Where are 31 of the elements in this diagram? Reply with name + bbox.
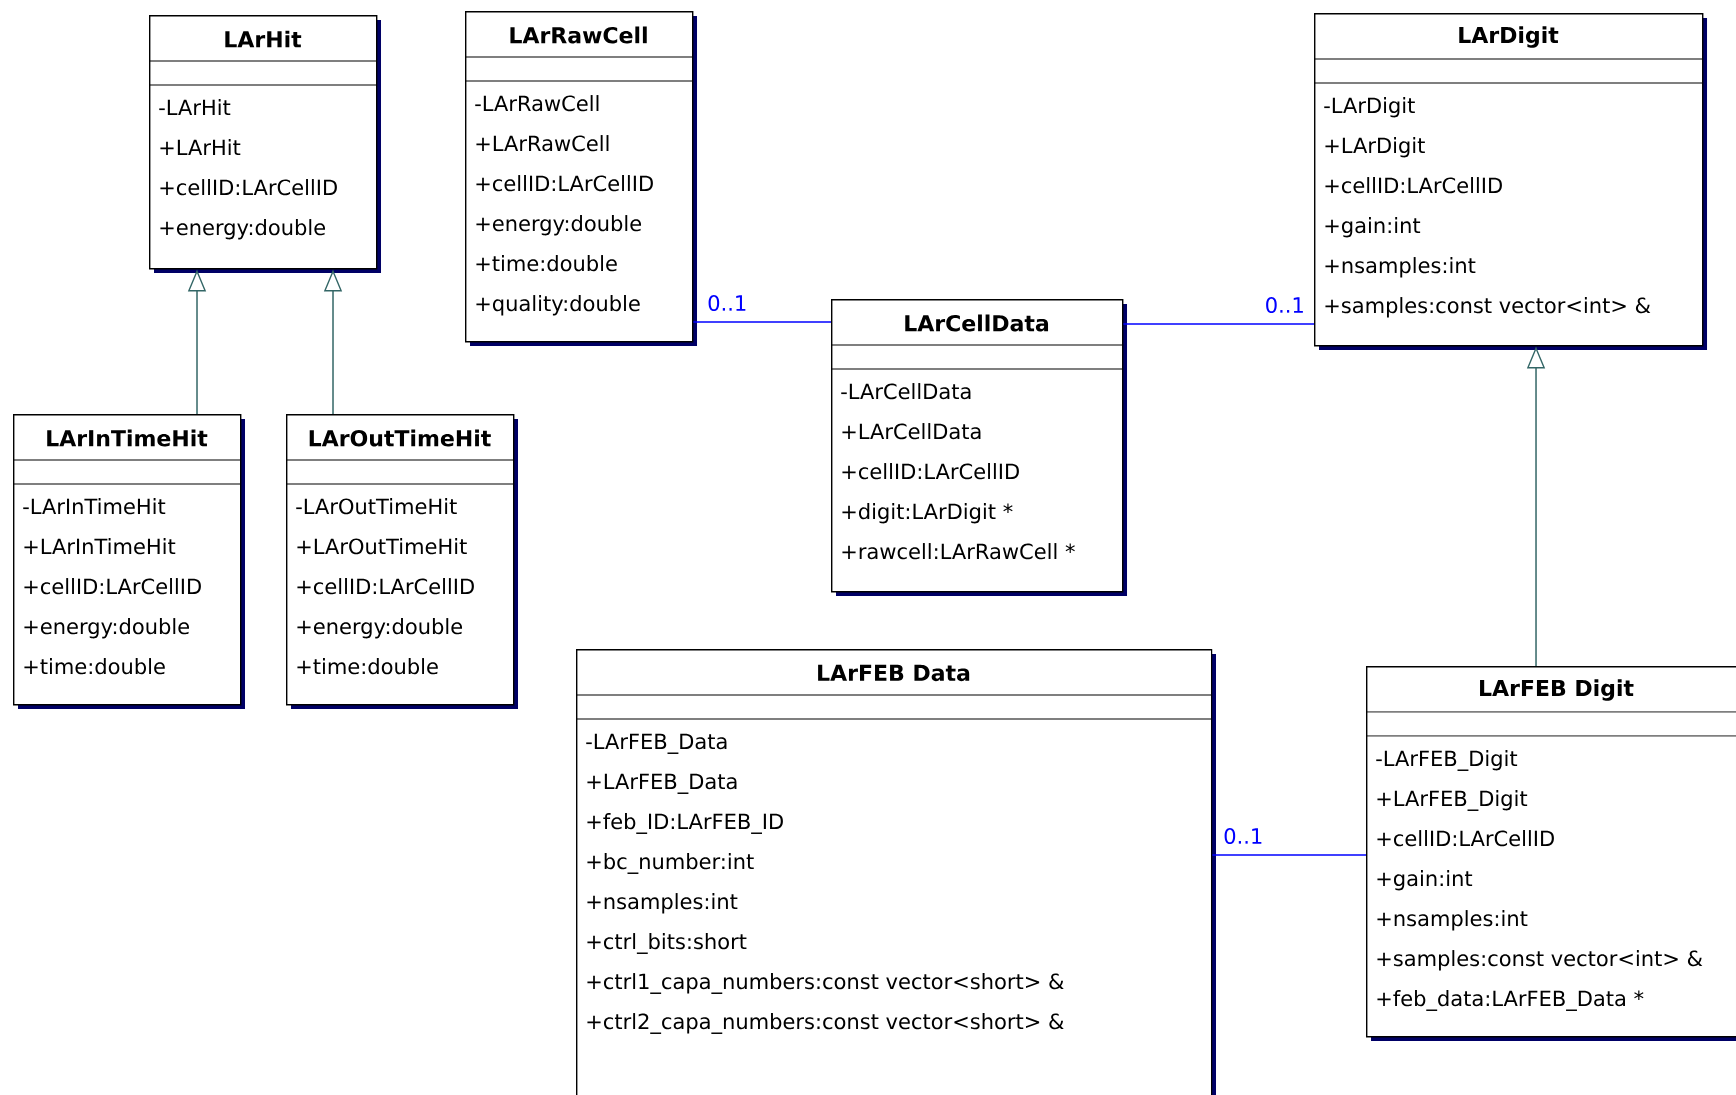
member-text: +cellID:LArCellID [476, 175, 653, 192]
member-text: +energy:double [476, 215, 641, 236]
member-text: +energy:double [297, 618, 462, 639]
member-text: +LArRawCell [476, 135, 609, 152]
member-text: +energy:double [24, 618, 189, 639]
class-name: LArInTimeHit [47, 429, 208, 447]
member-text: +quality:double [476, 295, 640, 316]
member-text: +time:double [24, 658, 165, 675]
association-line [1122, 323, 1315, 325]
member-text: -LArOutTimeHit [296, 498, 457, 515]
member-text: +LArInTimeHit [24, 538, 176, 555]
association-line [1211, 854, 1367, 856]
member-text: +time:double [476, 255, 617, 272]
class-name: LArOutTimeHit [309, 429, 491, 447]
class-name: LArCellData [905, 314, 1049, 332]
member-text: +cellID:LArCellID [297, 578, 474, 595]
member-text: +LArOutTimeHit [297, 538, 467, 555]
association-line [692, 321, 832, 323]
member-text: +cellID:LArCellID [842, 463, 1019, 480]
member-text: +LArCellData [842, 423, 981, 440]
class-name: LArRawCell [510, 26, 647, 44]
member-text: -LArInTimeHit [23, 498, 166, 515]
member-text: +digit:LArDigit * [842, 503, 1013, 524]
member-text: -LArCellData [841, 383, 971, 400]
multiplicity-label: 0..1 [1222, 827, 1265, 845]
member-text: +rawcell:LArRawCell * [842, 543, 1075, 560]
multiplicity-label: 0..1 [1263, 296, 1306, 314]
member-text: +time:double [297, 658, 438, 675]
member-text: +cellID:LArCellID [24, 578, 201, 595]
multiplicity-label: 0..1 [706, 294, 749, 312]
member-text: -LArRawCell [475, 95, 599, 112]
